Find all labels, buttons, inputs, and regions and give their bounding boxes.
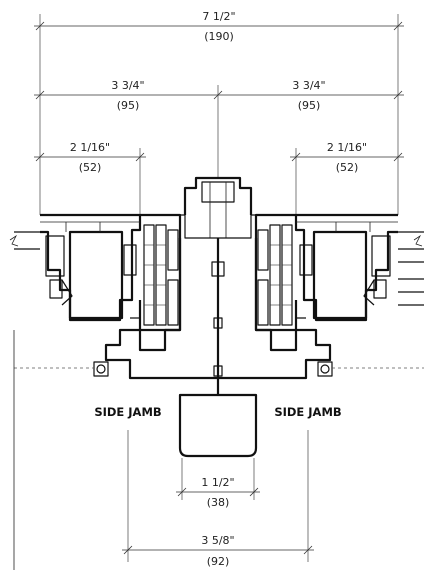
dimension-inner-width-imperial: 1 1/2" (201, 476, 234, 489)
dimension-outer-width-imperial: 3 5/8" (201, 534, 234, 547)
receptor-block (178, 393, 258, 458)
dimension-frame-left-imperial: 2 1/16" (70, 141, 110, 154)
dimension-overall: 7 1/2" (190) (34, 10, 404, 215)
dimension-overall-imperial: 7 1/2" (202, 10, 235, 23)
section-left-glazing (9, 213, 142, 322)
section-right-frame (254, 213, 306, 352)
dimension-frame-right-imperial: 2 1/16" (327, 141, 367, 154)
dimension-frame-left-metric: (52) (79, 161, 102, 174)
dimension-half-left-metric: (95) (117, 99, 140, 112)
dimension-overall-metric: (190) (204, 30, 234, 43)
dimension-inner-width-metric: (38) (207, 496, 230, 509)
dimension-inner-width: 1 1/2" (38) (176, 458, 260, 509)
side-jamb-label-left: SIDE JAMB (94, 405, 161, 419)
dimension-frame-left: 2 1/16" (52) (34, 141, 146, 215)
dimension-half-right-metric: (95) (298, 99, 321, 112)
dimension-outer-width: 3 5/8" (92) (122, 430, 314, 568)
fastener-right (317, 361, 333, 377)
dimension-halves: 3 3/4" (95) 3 3/4" (95) (34, 79, 404, 178)
section-center-mullion (104, 176, 332, 395)
dimension-half-right-imperial: 3 3/4" (292, 79, 325, 92)
section-right-glazing (294, 213, 424, 322)
dimension-half-left-imperial: 3 3/4" (111, 79, 144, 92)
dimension-frame-right-metric: (52) (336, 161, 359, 174)
side-jamb-label-right: SIDE JAMB (274, 405, 341, 419)
dimension-outer-width-metric: (92) (207, 555, 230, 568)
fastener-left (93, 361, 109, 377)
dimension-frame-right: 2 1/16" (52) (290, 141, 404, 215)
